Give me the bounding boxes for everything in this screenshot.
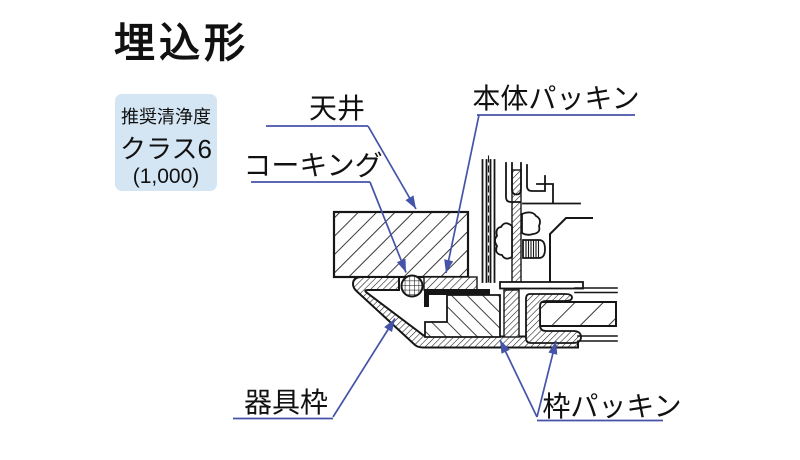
frame-flange-bar [499, 281, 584, 290]
label-body-packing: 本体パッキン [472, 83, 639, 114]
lower-packing-strip [503, 289, 520, 338]
mounting-bolt [522, 239, 546, 259]
body-packing-strip [423, 276, 478, 291]
label-fixture-frame: 器具枠 [244, 387, 328, 418]
frame-packing-leader-right [536, 340, 557, 418]
ceiling-leader [367, 125, 417, 210]
label-frame-packing: 枠パッキン [542, 391, 681, 422]
body-flange-sheet [424, 289, 490, 307]
part-labels: 天井 コーキング 本体パッキン 器具枠 枠パッキン [243, 83, 681, 422]
fixture-frame-profile [351, 276, 579, 349]
leader-arrowheads [384, 195, 558, 355]
fixture-frame-leader [332, 318, 396, 418]
support-bracket [549, 217, 593, 283]
spec-box-line3: (1,000) [133, 165, 200, 188]
spec-box-line2: クラス6 [120, 134, 212, 164]
page-title: 埋込形 [114, 20, 249, 66]
ceiling-panel-board [539, 301, 617, 327]
cross-section-drawing [332, 155, 618, 349]
caulking-leader [369, 181, 407, 273]
label-ceiling: 天井 [309, 93, 365, 124]
body-packing-leader [445, 114, 480, 274]
arrowhead-frame-packing-left [500, 340, 510, 354]
panel-sheet-lines [574, 287, 618, 342]
arrowhead-caulking [396, 258, 406, 273]
mounting-channel [505, 162, 581, 205]
arrowhead-ceiling [405, 195, 416, 209]
vertical-body-packing [511, 169, 522, 283]
arrowhead-fixture-frame [384, 318, 395, 332]
wrap-around-frame-packing [525, 293, 582, 344]
leader-lines [233, 114, 663, 422]
frame-packing-leader-left [499, 339, 538, 418]
label-caulking: コーキング [243, 150, 382, 181]
body-side-wall [481, 155, 496, 287]
caulking-bead [400, 274, 424, 298]
spec-box-line1: 推奨清浄度 [121, 107, 211, 127]
arrowhead-frame-packing-right [548, 341, 558, 355]
arrowhead-body-packing [444, 259, 454, 273]
spring-clip [494, 211, 546, 260]
cleanliness-spec-box: 推奨清浄度 クラス6 (1,000) [115, 94, 217, 191]
spec-box-background [115, 94, 217, 191]
frame-packing-block [424, 294, 501, 338]
